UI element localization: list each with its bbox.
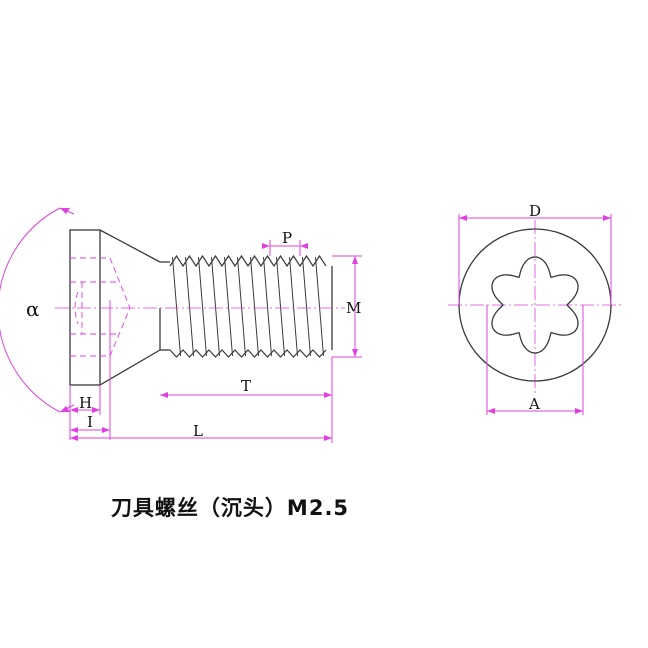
i-label: I [87,413,93,431]
h-label: H [79,394,92,412]
end-dimension-arrows [459,215,611,414]
d-label: D [529,202,541,220]
dimension-arrows [60,208,358,441]
p-label: P [282,229,292,247]
torx-recess [491,256,579,354]
alpha-arc [0,207,61,413]
l-label: L [193,422,203,440]
screw-head-outline [69,229,170,386]
end-dimensions [458,214,612,415]
torx-recess-hidden-lines [70,257,131,357]
alpha-label: α [26,297,40,321]
screw-side-view [55,229,345,386]
m-label: M [346,299,361,317]
t-label: T [241,377,251,395]
a-label: A [528,395,540,413]
thread-profile [169,254,327,358]
drawing-caption: 刀具螺丝（沉头）M2.5 [110,496,350,520]
screw-end-view [448,220,622,395]
